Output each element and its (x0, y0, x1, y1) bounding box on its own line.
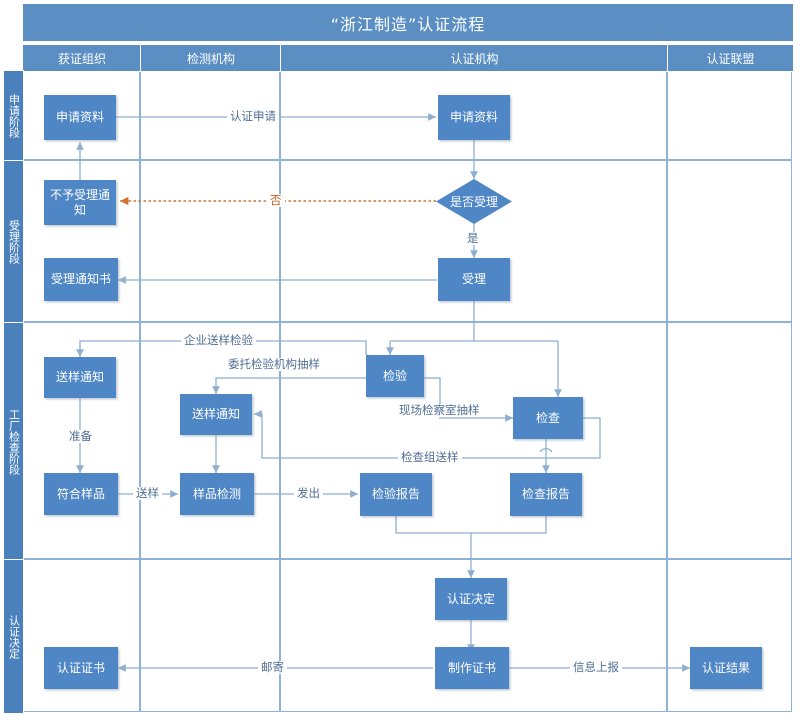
node-apply-docs-org[interactable]: 申请资料 (44, 95, 116, 140)
lane-cell (140, 160, 280, 322)
node-sample-test[interactable]: 样品检测 (180, 473, 254, 515)
node-reject-notice[interactable]: 不予受理通知 (44, 180, 116, 225)
edge-label-enterprise-sample-test: 企业送样检验 (181, 334, 256, 347)
phase-header-application: 申请阶段 (3, 70, 24, 162)
lane-cell (667, 322, 792, 559)
edge-label-issue: 发出 (294, 487, 323, 500)
phase-header-acceptance: 受理阶段 (3, 160, 24, 324)
node-make-cert[interactable]: 制作证书 (435, 647, 509, 689)
edge-label-prepare: 准备 (66, 430, 95, 443)
edge-label-onsite-lab-sampling: 现场检察室抽样 (396, 404, 483, 417)
node-inspect[interactable]: 检查 (513, 397, 583, 439)
edge-label-no: 否 (267, 194, 285, 207)
node-inspect-report[interactable]: 检查报告 (510, 473, 582, 516)
lane-cell (667, 70, 792, 160)
column-header-org: 获证组织 (22, 44, 142, 72)
node-cert-result[interactable]: 认证结果 (690, 647, 762, 689)
edge-label-send-sample: 送样 (133, 487, 162, 500)
node-cert-document[interactable]: 认证证书 (44, 647, 118, 689)
node-test-report[interactable]: 检验报告 (360, 473, 432, 516)
edge-label-report-info: 信息上报 (570, 661, 622, 674)
node-qualified-sample[interactable]: 符合样品 (44, 473, 118, 515)
edge-label-entrust-lab-sampling: 委托检验机构抽样 (225, 358, 323, 371)
node-apply-docs-cert[interactable]: 申请资料 (438, 95, 510, 140)
node-sample-notice-lab[interactable]: 送样通知 (180, 394, 252, 435)
phase-header-inspection: 工厂检查阶段 (3, 322, 24, 561)
node-accept-decision-label: 是否受理 (449, 195, 498, 209)
column-header-certbody: 认证机构 (280, 44, 669, 72)
lane-cell (280, 322, 667, 559)
node-accept-decision[interactable]: 是否受理 (436, 179, 512, 224)
column-header-lab: 检测机构 (140, 44, 282, 72)
node-accept-notice[interactable]: 受理通知书 (44, 258, 118, 301)
node-sample-notice-org[interactable]: 送样通知 (44, 357, 116, 398)
lane-cell (667, 160, 792, 322)
edge-label-yes: 是 (464, 232, 482, 245)
edge-label-cert-application: 认证申请 (227, 110, 279, 123)
edge-label-mail: 邮寄 (258, 661, 287, 674)
page-title: “浙江制造”认证流程 (22, 3, 794, 42)
node-accept[interactable]: 受理 (438, 258, 510, 301)
lane-cell (667, 559, 792, 712)
node-test[interactable]: 检验 (366, 355, 424, 397)
node-cert-decision[interactable]: 认证决定 (435, 578, 507, 620)
edge-label-inspect-team-sample: 检查组送样 (398, 451, 462, 464)
lane-cell (140, 559, 280, 712)
column-header-alliance: 认证联盟 (667, 44, 794, 72)
phase-header-decision: 认证决定 (3, 559, 24, 714)
lane-cell (22, 559, 140, 712)
